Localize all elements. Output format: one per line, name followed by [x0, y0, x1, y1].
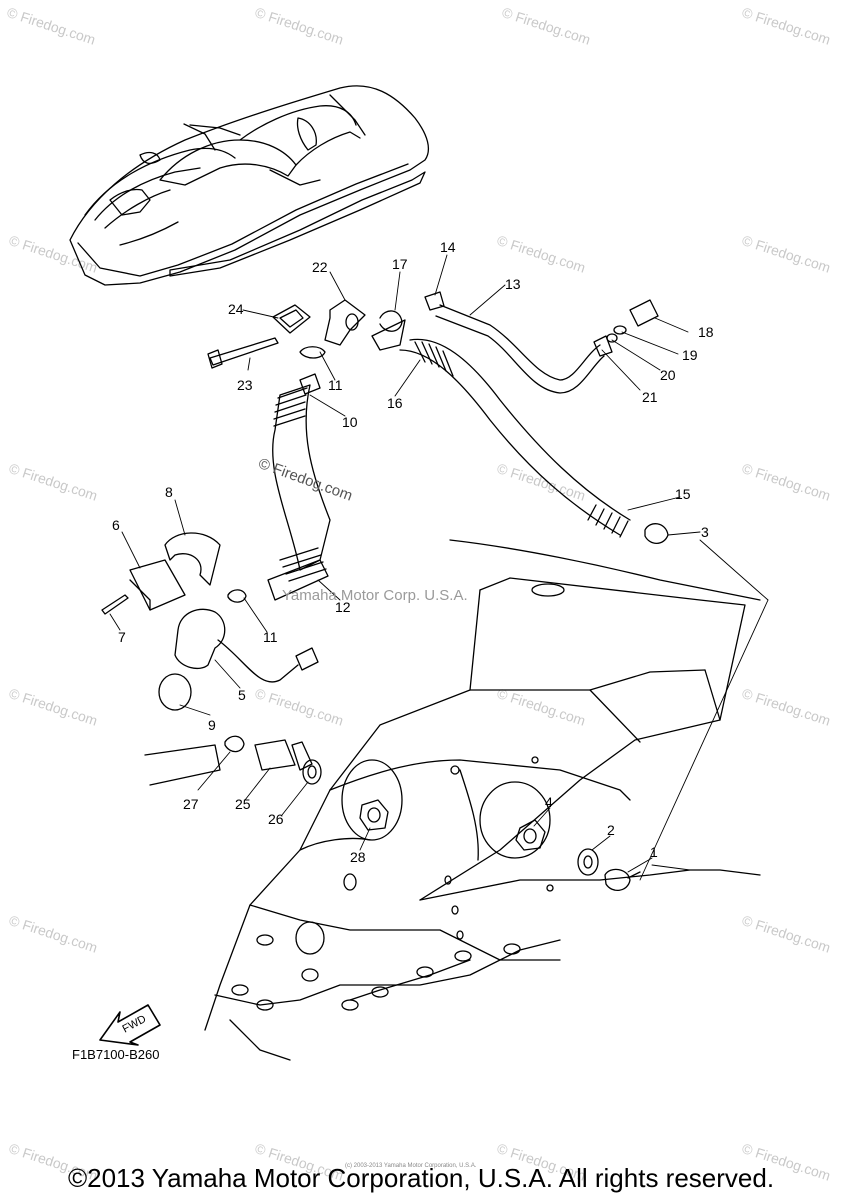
callout-23: 23	[237, 377, 253, 393]
fwd-arrow-icon: FWD	[99, 1004, 161, 1046]
leader-lines	[109, 254, 769, 881]
callout-11-bottom: 11	[263, 629, 278, 645]
callout-6: 6	[112, 517, 120, 533]
callout-13: 13	[505, 276, 521, 292]
callout-8: 8	[165, 484, 173, 500]
callout-22: 22	[312, 259, 328, 275]
callout-10: 10	[342, 414, 358, 430]
callout-28: 28	[350, 849, 366, 865]
center-watermark-owner: Yamaha Motor Corp. U.S.A.	[282, 587, 468, 604]
callout-15: 15	[675, 486, 691, 502]
copyright-footer: ©2013 Yamaha Motor Corporation, U.S.A. A…	[67, 1163, 775, 1193]
callout-17: 17	[392, 256, 408, 272]
small-copyright-note: (c) 2003-2013 Yamaha Motor Corporation, …	[345, 1163, 477, 1169]
fwd-label: FWD	[120, 1013, 148, 1035]
callout-21: 21	[642, 389, 658, 405]
callout-7: 7	[118, 629, 126, 645]
small-parts	[101, 291, 669, 891]
watercraft-illustration	[69, 85, 429, 286]
callout-9: 9	[208, 717, 216, 733]
hull-illustration	[204, 539, 761, 1061]
callout-5: 5	[238, 687, 246, 703]
callout-18: 18	[698, 324, 714, 340]
callout-16: 16	[387, 395, 403, 411]
callout-25: 25	[235, 796, 251, 812]
callout-26: 26	[268, 811, 284, 827]
bellows-ridges	[273, 341, 629, 582]
callout-4: 4	[545, 794, 553, 810]
callout-11-top: 11	[328, 377, 343, 393]
callout-3: 3	[701, 524, 709, 540]
callout-14: 14	[440, 239, 456, 255]
callout-19: 19	[682, 347, 698, 363]
diagram-code: F1B7100-B260	[72, 1047, 160, 1062]
callout-24: 24	[228, 301, 244, 317]
callout-27: 27	[183, 796, 199, 812]
hose-illustration	[144, 304, 631, 786]
callout-12: 12	[335, 599, 351, 615]
callout-20: 20	[660, 367, 676, 383]
callout-2: 2	[607, 822, 615, 838]
callout-1: 1	[650, 844, 658, 860]
